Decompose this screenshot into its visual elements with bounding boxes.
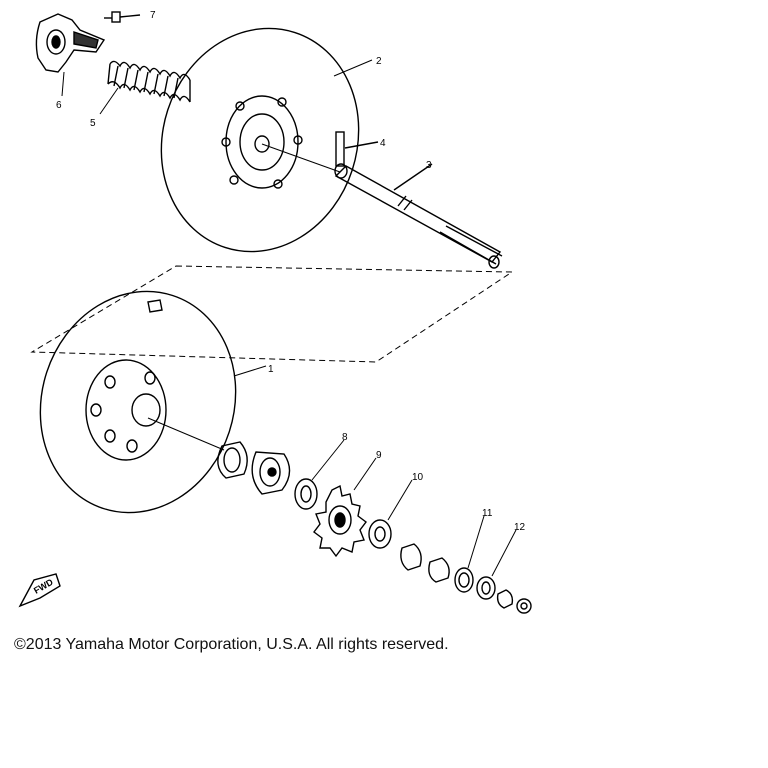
part-11-ring <box>454 567 474 593</box>
callout-12: 12 <box>514 522 526 533</box>
part-7-bolt <box>104 11 141 23</box>
part-6-cam-bracket <box>35 13 106 73</box>
part-8-bearing <box>294 478 318 510</box>
callout-6: 6 <box>56 100 62 111</box>
part-4-pin <box>335 131 379 167</box>
part-3-shaft <box>334 163 503 269</box>
fwd-arrow-icon: FWD <box>18 573 61 608</box>
callout-5: 5 <box>90 118 96 129</box>
callout-labels: 1 2 3 4 5 6 7 8 9 10 11 12 <box>56 10 526 533</box>
callout-3: 3 <box>426 160 432 171</box>
spacer-parts <box>400 543 450 583</box>
alignment-box <box>30 265 514 363</box>
callout-1: 1 <box>268 364 274 375</box>
callout-8: 8 <box>342 432 348 443</box>
part-9-sprocket <box>313 484 367 558</box>
callout-10: 10 <box>412 472 424 483</box>
callout-2: 2 <box>376 56 382 67</box>
leader-lines <box>61 59 517 577</box>
callout-7: 7 <box>150 10 156 21</box>
part-2-sheave <box>160 27 360 253</box>
part-1-sheave <box>39 290 237 514</box>
axis-small-parts <box>217 441 291 495</box>
copyright-notice: ©2013 Yamaha Motor Corporation, U.S.A. A… <box>14 636 449 653</box>
part-12-nut <box>476 576 532 614</box>
callout-9: 9 <box>376 450 382 461</box>
exploded-parts-diagram: FWD 1 2 3 4 5 6 7 8 9 10 11 12 <box>18 10 532 614</box>
part-10-washer <box>368 519 392 549</box>
callout-4: 4 <box>380 138 386 149</box>
part-5-spring <box>107 60 191 103</box>
callout-11: 11 <box>482 508 493 519</box>
